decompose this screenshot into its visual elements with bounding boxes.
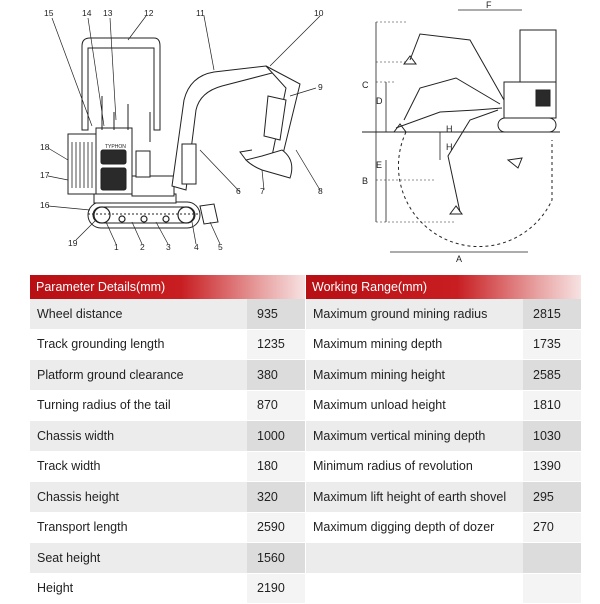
- dimension-letters: F C D H H E B A: [362, 0, 492, 264]
- svg-text:B: B: [362, 176, 368, 186]
- table-row: [306, 573, 581, 604]
- svg-text:H: H: [446, 142, 453, 152]
- working-range-table: Working Range(mm) Maximum ground mining …: [306, 275, 581, 604]
- callout-numbers: 15 14 13 12 11 10 9 6 7 8 18 17 16 19 1 …: [40, 8, 324, 252]
- excavator-diagram: TYPHON: [40, 0, 560, 264]
- working-range-header: Working Range(mm): [306, 275, 581, 299]
- svg-text:15: 15: [44, 8, 54, 18]
- svg-text:7: 7: [260, 186, 265, 196]
- svg-text:5: 5: [218, 242, 223, 252]
- svg-text:9: 9: [318, 82, 323, 92]
- svg-text:13: 13: [103, 8, 113, 18]
- svg-text:12: 12: [144, 8, 154, 18]
- svg-text:6: 6: [236, 186, 241, 196]
- svg-text:A: A: [456, 254, 462, 264]
- table-row: [306, 542, 581, 574]
- svg-text:8: 8: [318, 186, 323, 196]
- svg-text:1: 1: [114, 242, 119, 252]
- svg-text:14: 14: [82, 8, 92, 18]
- svg-text:4: 4: [194, 242, 199, 252]
- svg-text:18: 18: [40, 142, 50, 152]
- svg-text:19: 19: [68, 238, 78, 248]
- brand-label: TYPHON: [105, 144, 126, 150]
- svg-text:10: 10: [314, 8, 324, 18]
- excavator-side-view: [67, 37, 301, 229]
- svg-text:D: D: [376, 96, 383, 106]
- svg-text:H: H: [446, 124, 453, 134]
- svg-text:16: 16: [40, 200, 50, 210]
- svg-text:C: C: [362, 80, 369, 90]
- working-range-diagram: [362, 9, 560, 253]
- svg-text:3: 3: [166, 242, 171, 252]
- svg-text:17: 17: [40, 170, 50, 180]
- svg-text:F: F: [486, 0, 492, 10]
- svg-text:2: 2: [140, 242, 145, 252]
- svg-text:E: E: [376, 160, 382, 170]
- svg-text:11: 11: [196, 8, 205, 18]
- parameter-details-header: Parameter Details(mm): [30, 275, 305, 299]
